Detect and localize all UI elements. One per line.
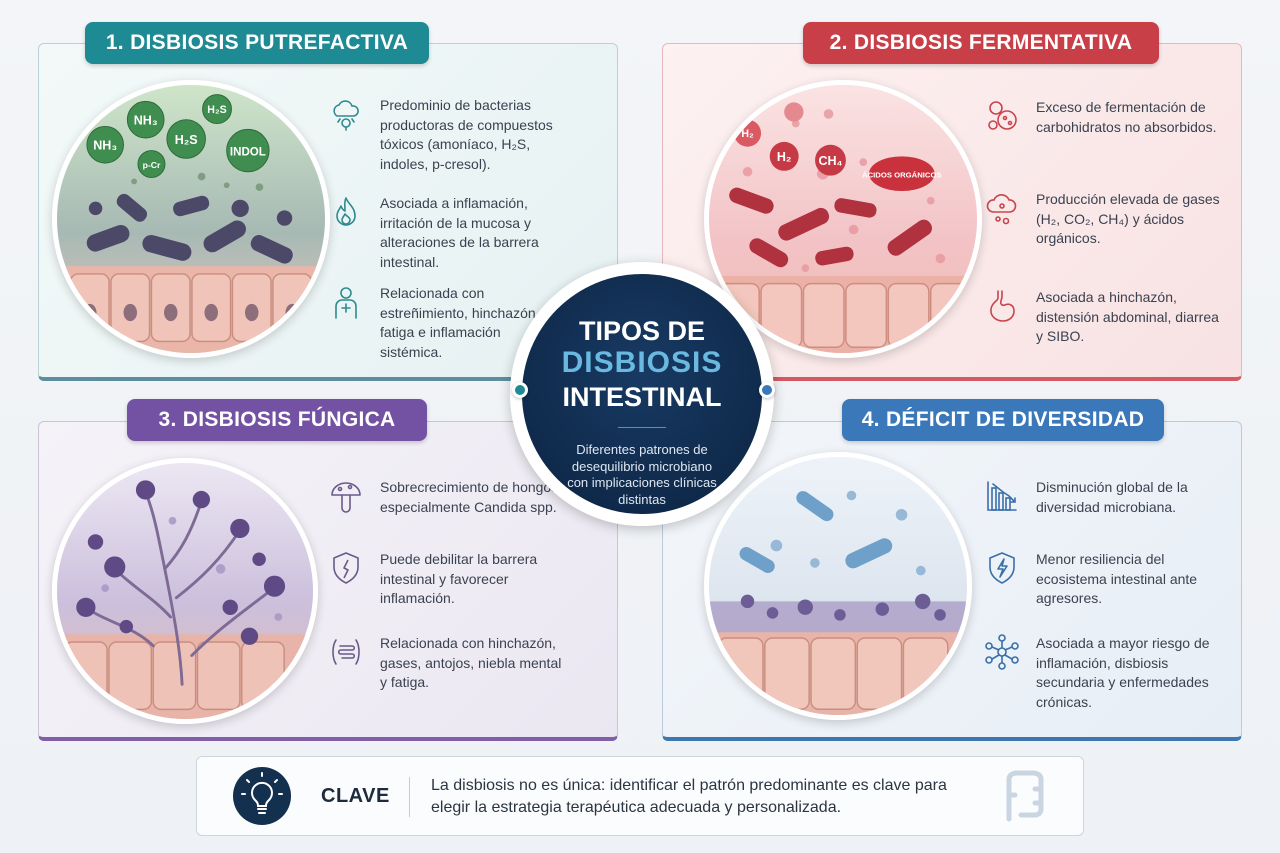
panel-1-item-1-text: Predominio de bacterias productoras de c…	[380, 97, 553, 172]
center-title-line-1: TIPOS DE	[578, 316, 706, 346]
bubbles-icon	[984, 98, 1020, 134]
label-indol: INDOL	[230, 146, 266, 158]
key-label: CLAVE	[321, 785, 390, 807]
panel-1-item-2-text: Asociada a inflamación, irritación de la…	[380, 195, 539, 270]
panel-3-item-2-text: Puede debilitar la barrera intestinal y …	[380, 551, 538, 606]
declining-chart-icon	[984, 478, 1020, 514]
panel-2-item-3-text: Asociada a hinchazón, distensión abdomin…	[1036, 289, 1219, 344]
broken-shield-icon	[328, 550, 364, 586]
panel-2-item-2-text: Producción elevada de gases (H₂, CO₂, CH…	[1036, 191, 1220, 246]
panel-3-item-3: Relacionada con hinchazón, gases, antojo…	[328, 634, 566, 693]
panel-3-item-3-text: Relacionada con hinchazón, gases, antojo…	[380, 635, 562, 690]
panel-4-item-1: Disminución global de la diversidad micr…	[984, 478, 1220, 517]
cloud-bacteria-icon	[328, 96, 364, 132]
center-title-line-2: DISBIOSIS	[561, 346, 723, 379]
panel-1-item-2: Asociada a inflamación, irritación de la…	[328, 194, 566, 272]
center-title-medallion: TIPOS DE DISBIOSIS INTESTINAL Diferentes…	[522, 274, 762, 514]
flame-icon	[328, 194, 364, 230]
panel-4-item-3-text: Asociada a mayor riesgo de inflamación, …	[1036, 635, 1210, 710]
center-divider	[618, 427, 666, 428]
connector-dot-left	[512, 382, 528, 398]
network-icon	[984, 634, 1020, 670]
mushroom-icon	[328, 478, 364, 514]
lightning-shield-icon	[984, 550, 1020, 586]
gas-cloud-icon	[984, 190, 1020, 226]
label-h2s-small: H₂S	[207, 104, 226, 116]
panel-4-title: 4. DÉFICIT DE DIVERSIDAD	[842, 399, 1164, 441]
panel-4-item-3: Asociada a mayor riesgo de inflamación, …	[984, 634, 1220, 712]
label-ch4: CH₄	[818, 154, 842, 168]
center-title-line-3: INTESTINAL	[562, 382, 722, 412]
panel-3-item-1: Sobrecrecimiento de hongos, especialment…	[328, 478, 566, 517]
lightbulb-icon	[233, 767, 291, 825]
stomach-icon	[984, 288, 1020, 324]
panel-2-item-1-text: Exceso de fermentación de carbohidratos …	[1036, 99, 1217, 135]
fermentative-bacteria-illustration: H₂ H₂ CH₄ ÁCIDOS ORGÁNICOS	[704, 80, 982, 358]
colon-outline-icon	[993, 765, 1057, 829]
panel-2-item-2: Producción elevada de gases (H₂, CO₂, CH…	[984, 190, 1220, 249]
label-acidos-organicos: ÁCIDOS ORGÁNICOS	[862, 171, 942, 180]
connector-dot-right	[759, 382, 775, 398]
panel-3-item-1-text: Sobrecrecimiento de hongos, especialment…	[380, 479, 563, 515]
putrefactive-bacteria-illustration: NH₃ NH₃ H₂S H₂S INDOL p-Cr	[52, 80, 330, 358]
key-takeaway-box: CLAVE La disbiosis no es única: identifi…	[196, 756, 1084, 836]
key-message: La disbiosis no es única: identificar el…	[431, 777, 947, 816]
fungal-overgrowth-illustration	[52, 458, 318, 724]
label-h2-small: H₂	[741, 128, 754, 140]
label-h2: H₂	[777, 150, 792, 164]
panel-4-item-1-text: Disminución global de la diversidad micr…	[1036, 479, 1188, 515]
label-pcresol: p-Cr	[143, 160, 161, 170]
panel-3-title: 3. DISBIOSIS FÚNGICA	[127, 399, 427, 441]
panel-4-item-2: Menor resiliencia del ecosistema intesti…	[984, 550, 1220, 609]
panel-2-item-3: Asociada a hinchazón, distensión abdomin…	[984, 288, 1220, 347]
panel-1-item-3-text: Relacionada con estreñimiento, hinchazón…	[380, 285, 540, 360]
person-icon	[328, 284, 364, 320]
label-nh3-left: NH₃	[93, 139, 117, 153]
panel-4-item-2-text: Menor resiliencia del ecosistema intesti…	[1036, 551, 1198, 606]
label-nh3-top: NH₃	[134, 114, 158, 128]
panel-3-item-2: Puede debilitar la barrera intestinal y …	[328, 550, 566, 609]
panel-1-title: 1. DISBIOSIS PUTREFACTIVA	[85, 22, 429, 64]
center-subtitle: Diferentes patrones de desequilibrio mic…	[567, 442, 717, 507]
key-separator	[409, 777, 410, 817]
intestine-icon	[328, 634, 364, 670]
panel-1-item-1: Predominio de bacterias productoras de c…	[328, 96, 566, 174]
panel-2-item-1: Exceso de fermentación de carbohidratos …	[984, 98, 1220, 137]
low-diversity-illustration	[704, 452, 972, 720]
panel-2-title: 2. DISBIOSIS FERMENTATIVA	[803, 22, 1159, 64]
panel-1-item-3: Relacionada con estreñimiento, hinchazón…	[328, 284, 566, 362]
label-h2s: H₂S	[175, 133, 198, 147]
